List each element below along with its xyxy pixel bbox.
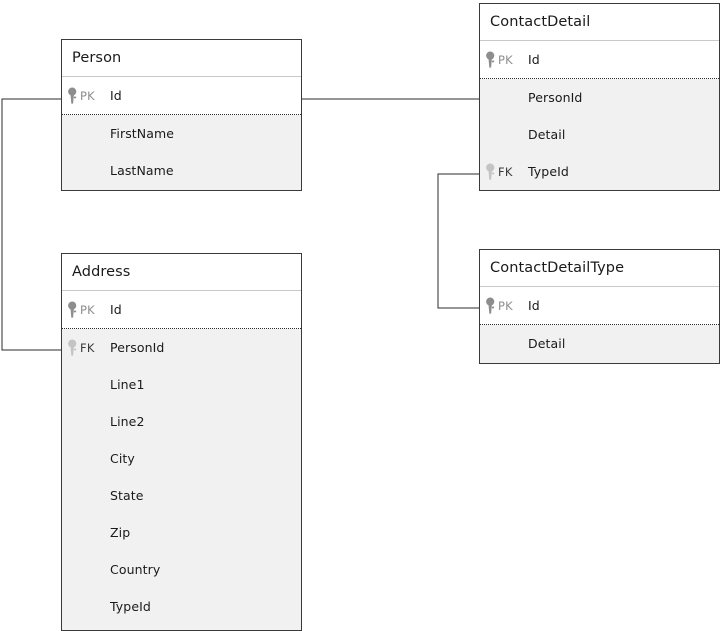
field-key-cell: PK xyxy=(480,297,528,314)
entity-field[interactable]: Zip xyxy=(62,514,301,551)
key-icon xyxy=(68,301,77,318)
entity-field[interactable]: PK Id xyxy=(62,77,301,114)
field-name: Zip xyxy=(110,525,131,540)
entity-field[interactable]: Country xyxy=(62,551,301,588)
primary-key-section: PK Id xyxy=(62,77,301,115)
entity-field[interactable]: Detail xyxy=(480,116,719,153)
field-name: PersonId xyxy=(110,340,165,355)
field-key-tag: PK xyxy=(498,298,513,313)
entity-field[interactable]: PK Id xyxy=(480,287,719,324)
field-name: TypeId xyxy=(110,599,151,614)
field-name: Country xyxy=(110,562,161,577)
entity-field[interactable]: Detail xyxy=(480,325,719,362)
field-name: Id xyxy=(110,302,122,317)
field-key-cell: FK xyxy=(62,339,110,356)
field-name: PersonId xyxy=(528,90,583,105)
entity-field[interactable]: FirstName xyxy=(62,115,301,152)
field-name: State xyxy=(110,488,144,503)
field-key-cell: PK xyxy=(62,301,110,318)
entity-field[interactable]: PK Id xyxy=(62,291,301,328)
field-name: Line1 xyxy=(110,377,145,392)
field-key-tag: PK xyxy=(80,88,95,103)
field-name: Id xyxy=(110,88,122,103)
field-name: Detail xyxy=(528,127,566,142)
entity-title: ContactDetail xyxy=(480,4,719,41)
field-name: LastName xyxy=(110,163,174,178)
entity-title: Address xyxy=(62,254,301,291)
field-key-cell: FK xyxy=(480,163,528,180)
entity-title: Person xyxy=(62,40,301,77)
field-key-tag: PK xyxy=(80,302,95,317)
entity-field[interactable]: TypeId xyxy=(62,588,301,625)
field-name: City xyxy=(110,451,135,466)
primary-key-section: PK Id xyxy=(480,41,719,79)
key-icon xyxy=(68,87,77,104)
field-name: Id xyxy=(528,52,540,67)
field-name: Detail xyxy=(528,336,566,351)
key-icon xyxy=(486,51,495,68)
primary-key-section: PK Id xyxy=(62,291,301,329)
field-key-cell: PK xyxy=(62,87,110,104)
field-key-cell: PK xyxy=(480,51,528,68)
entity-field[interactable]: City xyxy=(62,440,301,477)
key-icon xyxy=(486,297,495,314)
entity-field[interactable]: PK Id xyxy=(480,41,719,78)
connector-contactdetail-contactdetailtype xyxy=(437,173,479,309)
entity-title: ContactDetailType xyxy=(480,250,719,287)
entity-field[interactable]: FK PersonId xyxy=(62,329,301,366)
field-section: Detail xyxy=(480,325,719,363)
field-name: TypeId xyxy=(528,164,569,179)
field-name: Id xyxy=(528,298,540,313)
key-icon xyxy=(68,339,77,356)
field-key-tag: FK xyxy=(80,340,95,355)
entity-field[interactable]: FK TypeId xyxy=(480,153,719,190)
key-icon xyxy=(486,163,495,180)
entity-field[interactable]: State xyxy=(62,477,301,514)
entity-field[interactable]: PersonId xyxy=(480,79,719,116)
field-key-tag: FK xyxy=(498,164,513,179)
entity-field[interactable]: Line1 xyxy=(62,366,301,403)
connector-person-address xyxy=(1,98,61,351)
primary-key-section: PK Id xyxy=(480,287,719,325)
entity-field[interactable]: Line2 xyxy=(62,403,301,440)
field-key-tag: PK xyxy=(498,52,513,67)
field-name: Line2 xyxy=(110,414,145,429)
field-name: FirstName xyxy=(110,126,175,141)
entity-field[interactable]: LastName xyxy=(62,152,301,189)
